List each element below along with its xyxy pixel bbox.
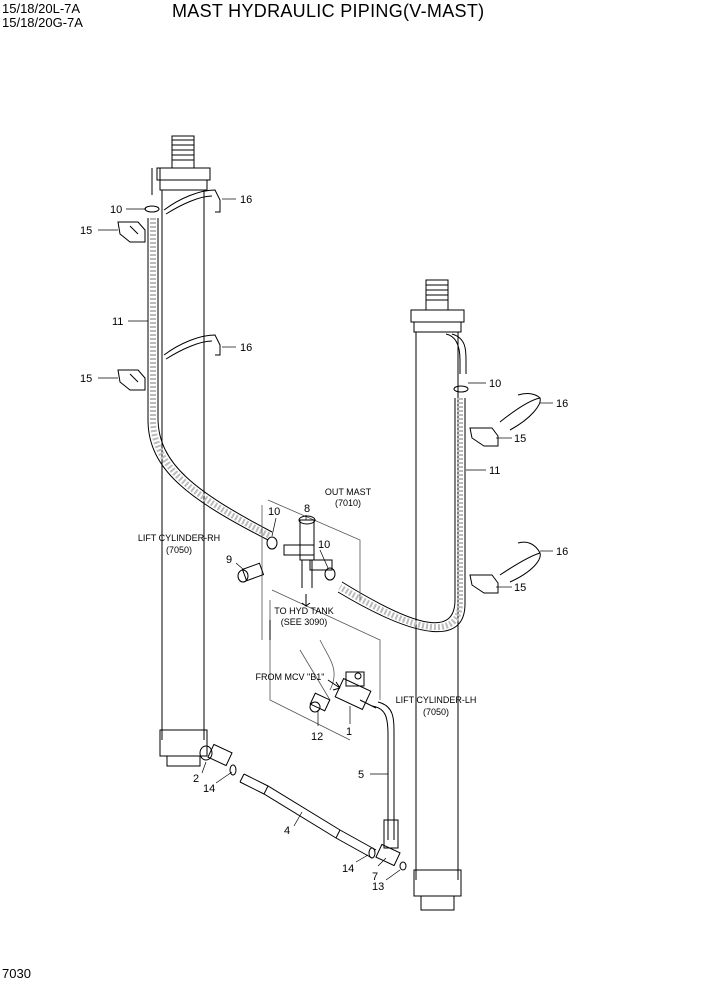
callout-13: 13 <box>372 881 384 893</box>
callout-4: 4 <box>284 825 290 837</box>
callout-7: 7 <box>372 871 378 883</box>
note-lift-cylinder-lh-ref: (7050) <box>423 707 449 717</box>
note-to-hyd-tank: TO HYD TANK <box>274 606 334 616</box>
note-out-mast: OUT MAST <box>325 487 372 497</box>
callout-16: 16 <box>240 194 252 206</box>
note-to-hyd-tank-ref: (SEE 3090) <box>281 617 328 627</box>
hose-11-rh <box>147 218 273 541</box>
fitting-7 <box>368 843 407 871</box>
callout-5: 5 <box>358 769 364 781</box>
callout-10: 10 <box>268 506 280 518</box>
callout-16: 16 <box>556 546 568 558</box>
fitting-2 <box>199 743 237 776</box>
to-tank-arrow <box>301 594 311 607</box>
valve-1 <box>334 671 377 711</box>
hose-11-lh <box>337 398 466 633</box>
page-title: MAST HYDRAULIC PIPING(V-MAST) <box>172 1 485 21</box>
page-number: 7030 <box>2 966 31 981</box>
callout-10: 10 <box>489 378 501 390</box>
note-out-mast-ref: (7010) <box>335 498 361 508</box>
note-lift-cylinder-lh: LIFT CYLINDER-LH <box>396 695 477 705</box>
lift-cylinder-rh <box>151 135 211 767</box>
callout-10: 10 <box>318 539 330 551</box>
callout-14: 14 <box>342 863 354 875</box>
callout-11: 11 <box>489 465 500 477</box>
fitting-9 <box>237 562 265 583</box>
callout-15: 15 <box>80 225 92 237</box>
callout-14: 14 <box>203 783 215 795</box>
callout-9: 9 <box>226 554 232 566</box>
tee-fitting-8 <box>283 515 333 588</box>
leader-lines <box>98 198 553 881</box>
note-lift-cylinder-rh-ref: (7050) <box>166 545 192 555</box>
callout-16: 16 <box>240 342 252 354</box>
hose-4 <box>239 773 377 859</box>
from-mcv-arrow <box>327 679 341 691</box>
callout-15: 15 <box>514 433 526 445</box>
note-lift-cylinder-rh: LIFT CYLINDER-RH <box>138 533 220 543</box>
model-label-2: 15/18/20G-7A <box>2 15 83 30</box>
fitting-12 <box>309 692 331 713</box>
hose-5 <box>371 701 399 849</box>
callout-16: 16 <box>556 398 568 410</box>
callout-11: 11 <box>112 316 123 328</box>
callout-2: 2 <box>193 773 199 785</box>
callout-15: 15 <box>514 582 526 594</box>
callout-10: 10 <box>110 204 122 216</box>
clips-and-brackets <box>117 189 541 594</box>
callout-8: 8 <box>304 503 310 515</box>
callout-1: 1 <box>346 726 352 738</box>
note-from-mcv: FROM MCV "B1" <box>256 672 325 682</box>
callout-12: 12 <box>311 731 323 743</box>
model-label-1: 15/18/20L-7A <box>2 1 81 16</box>
callout-15: 15 <box>80 373 92 385</box>
